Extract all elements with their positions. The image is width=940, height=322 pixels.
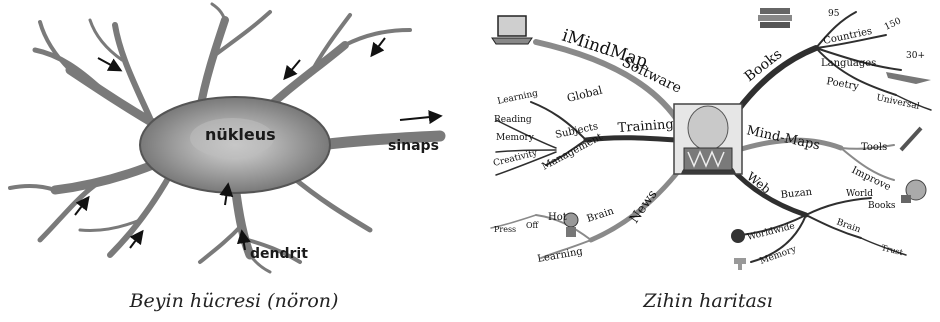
label-worldwide: Worldwide — [746, 221, 796, 242]
small-book-icon — [901, 195, 911, 203]
label-training: Training — [617, 117, 674, 136]
label-reading: Reading — [494, 115, 532, 125]
label-brain-web: Brain — [835, 217, 862, 235]
book-stack-icon — [758, 8, 792, 28]
label-mind-maps: Mind-Maps — [745, 123, 821, 153]
label-95: 95 — [828, 9, 840, 19]
dendrite-label: dendrit — [250, 246, 308, 262]
label-30-plus: 30+ — [906, 51, 925, 61]
label-learning: Learning — [497, 89, 540, 107]
synapse-label: sinaps — [388, 138, 439, 154]
label-tools: Tools — [861, 142, 887, 153]
label-management: Management — [540, 132, 604, 173]
nucleus-label: nükleus — [205, 125, 276, 144]
neuron-illustration: nükleus sinaps dendrit — [0, 0, 468, 280]
mindmap-drawing: iMindMap Software Books 95 Countries 150… — [476, 0, 940, 280]
label-languages: Languages — [821, 58, 876, 69]
neuron-drawing: nükleus sinaps dendrit — [0, 0, 468, 280]
label-learning-news: Learning — [537, 246, 585, 265]
label-memory: Memory — [496, 133, 535, 143]
airplane-icon — [886, 72, 931, 84]
label-global: Global — [566, 83, 605, 104]
label-trust: Trust — [881, 243, 905, 257]
label-press: Press — [494, 225, 516, 234]
trophy-icon — [734, 258, 746, 270]
mindmap-illustration: iMindMap Software Books 95 Countries 150… — [476, 0, 940, 280]
label-brain: Brain — [586, 206, 616, 225]
laptop-icon — [492, 16, 532, 44]
globe-icon — [731, 229, 745, 243]
central-portrait — [674, 104, 742, 174]
label-memory-web: Memory — [759, 244, 799, 267]
label-hot: Hot — [548, 212, 567, 223]
label-books-web: Books — [868, 201, 896, 211]
label-150: 150 — [883, 16, 903, 32]
neuron-caption: Beyin hücresi (nöron) — [0, 286, 468, 316]
pencil-icon — [901, 128, 921, 150]
label-buzan: Buzan — [780, 187, 813, 201]
mindmap-caption: Zihin haritası — [476, 286, 940, 316]
label-news: News — [627, 187, 660, 226]
label-world: World — [846, 189, 873, 199]
label-off: Off — [526, 221, 540, 230]
